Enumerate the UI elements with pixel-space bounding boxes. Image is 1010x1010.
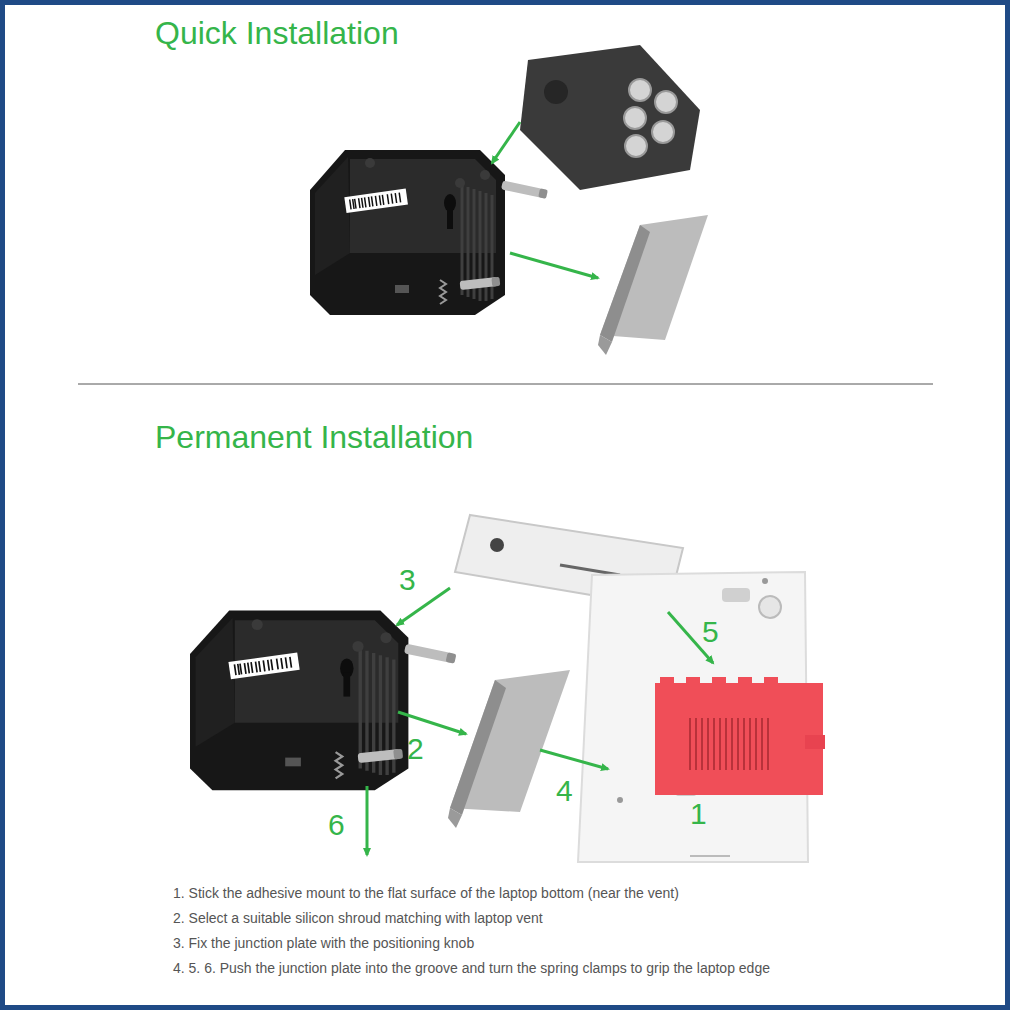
- adhesive-mount: [655, 677, 825, 795]
- callout-number: 1: [690, 797, 707, 830]
- green-arrow: [510, 253, 598, 278]
- callout-number: 5: [702, 615, 719, 648]
- green-arrow: [540, 750, 608, 769]
- suction-mount: [520, 45, 700, 190]
- instruction-note: 3. Fix the junction plate with the posit…: [173, 936, 474, 951]
- section-heading: Quick Installation: [155, 16, 399, 51]
- callout-number: 6: [328, 808, 345, 841]
- instruction-note: 4. 5. 6. Push the junction plate into th…: [173, 961, 770, 976]
- instruction-note: 1. Stick the adhesive mount to the flat …: [173, 886, 679, 901]
- callout-number: 4: [556, 774, 573, 807]
- silicone-shroud: [598, 215, 708, 355]
- cooler-device: [190, 610, 456, 790]
- callout-number: 2: [407, 732, 424, 765]
- green-arrow: [492, 122, 520, 163]
- green-arrow: [398, 712, 466, 734]
- section-heading: Permanent Installation: [155, 420, 473, 455]
- green-arrow: [366, 786, 369, 855]
- callout-number: 3: [399, 563, 416, 596]
- cooler-device: [310, 150, 548, 315]
- divider-line: [78, 384, 933, 385]
- instruction-note: 2. Select a suitable silicon shroud matc…: [173, 911, 543, 926]
- silicone-shroud: [448, 670, 570, 828]
